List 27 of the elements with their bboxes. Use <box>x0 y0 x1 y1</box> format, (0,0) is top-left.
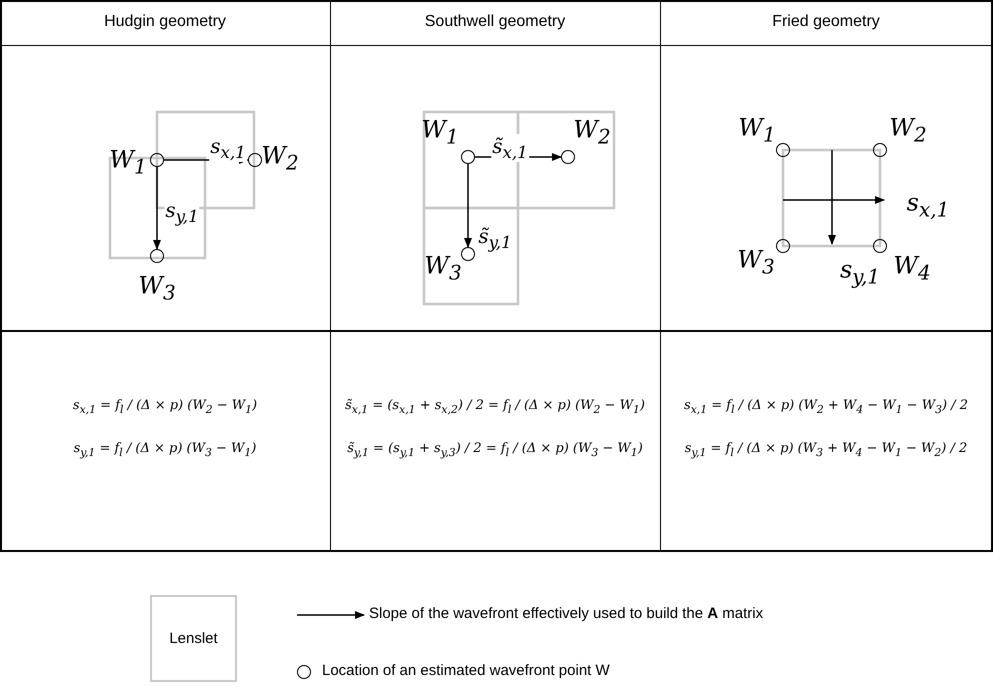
edge-label: s̃$_{x,1}$ <box>491 134 529 162</box>
point-label: W$_{4}$ <box>893 252 931 284</box>
point-label: W$_{2}$ <box>573 116 611 148</box>
legend-lenslet-sample: Lenslet <box>150 595 237 682</box>
formula: s$_{x,1}$ = f$_{l}$ / (Δ × p) (W$_{2}$ + W$_{4}$ − W$_{1}$ − W$_{3}$) / 2 <box>684 398 968 416</box>
point-label: W$_{2}$ <box>261 142 299 174</box>
slope-arrow <box>464 164 472 248</box>
legend-label: Location of an estimated wavefront point W <box>322 662 610 679</box>
formula: s$_{y,1}$ = f$_{l}$ / (Δ × p) (W$_{3}$ + W$_{4}$ − W$_{1}$ − W$_{2}$) / 2 <box>684 441 968 459</box>
column-header: Southwell geometry <box>424 13 566 31</box>
point-label: W$_{3}$ <box>138 272 176 304</box>
point-label: W$_{1}$ <box>421 116 459 148</box>
point-label: W$_{1}$ <box>109 146 147 178</box>
slope-label: s$_{y,1}$ <box>840 256 880 288</box>
legend-label: Slope of the wavefront effectively used to build the A matrix <box>369 605 764 622</box>
formula: s$_{x,1}$ = f$_{l}$ / (Δ × p) (W$_{2}$ − W$_{1}$) <box>72 398 258 416</box>
point-label: W$_{1}$ <box>738 114 776 146</box>
point-label: W$_{2}$ <box>889 114 927 146</box>
point-label: W$_{3}$ <box>737 246 775 278</box>
formula: s̃$_{x,1}$ = (s$_{x,1}$ + s$_{x,2}$) / 2 = f$_{l}$ / (Δ × p) (W$_{2}$ − W$_{1}$) <box>345 398 645 416</box>
point-label: W$_{3}$ <box>424 252 462 284</box>
formula: s$_{y,1}$ = f$_{l}$ / (Δ × p) (W$_{3}$ − W$_{1}$) <box>74 441 256 459</box>
slope-label: s$_{x,1}$ <box>906 188 950 222</box>
formula: s̃$_{y,1}$ = (s$_{y,1}$ + s$_{y,3}$) / 2 = f$_{l}$ / (Δ × p) (W$_{3}$ − W$_{1}$) <box>347 441 643 459</box>
slope-arrow <box>153 167 161 250</box>
column-header: Hudgin geometry <box>104 13 226 31</box>
column-header: Fried geometry <box>772 13 880 31</box>
